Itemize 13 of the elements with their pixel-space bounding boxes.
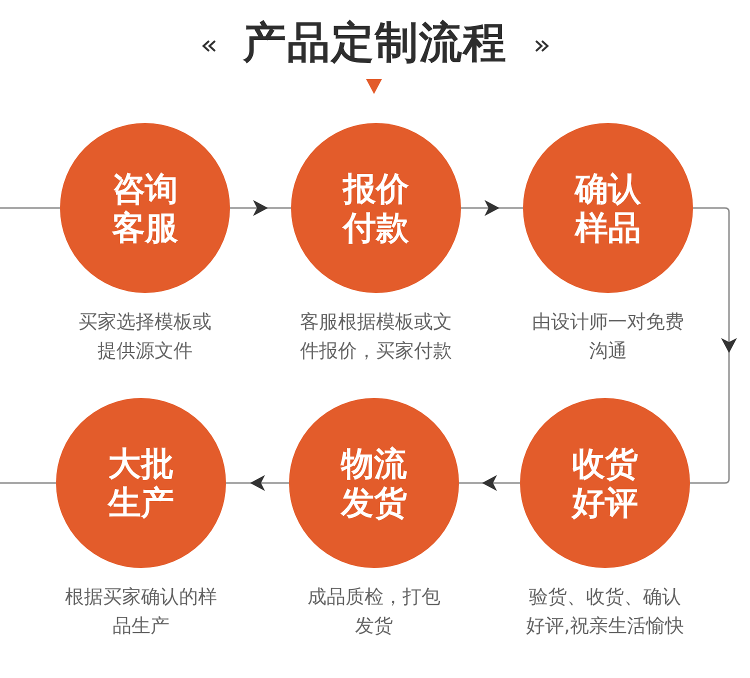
- title: 产品定制流程: [243, 20, 507, 68]
- step-title: 收货好评: [570, 444, 639, 522]
- step-description: 成品质检，打包发货: [306, 585, 442, 639]
- step-description: 根据买家确认的样品生产: [64, 585, 218, 639]
- step-title: 咨询客服: [110, 169, 179, 247]
- step-description: 客服根据模板或文件报价，买家付款: [299, 310, 453, 364]
- step-description: 由设计师一对免费沟通: [531, 310, 685, 364]
- step-title: 大批生产: [106, 444, 175, 522]
- step-description: 买家选择模板或提供源文件: [78, 310, 212, 364]
- step-description: 验货、收货、确认好评,祝亲生活愉快: [524, 585, 686, 639]
- step-title: 报价付款: [341, 169, 410, 247]
- step-title: 确认样品: [573, 169, 642, 247]
- step-title: 物流发货: [339, 444, 408, 522]
